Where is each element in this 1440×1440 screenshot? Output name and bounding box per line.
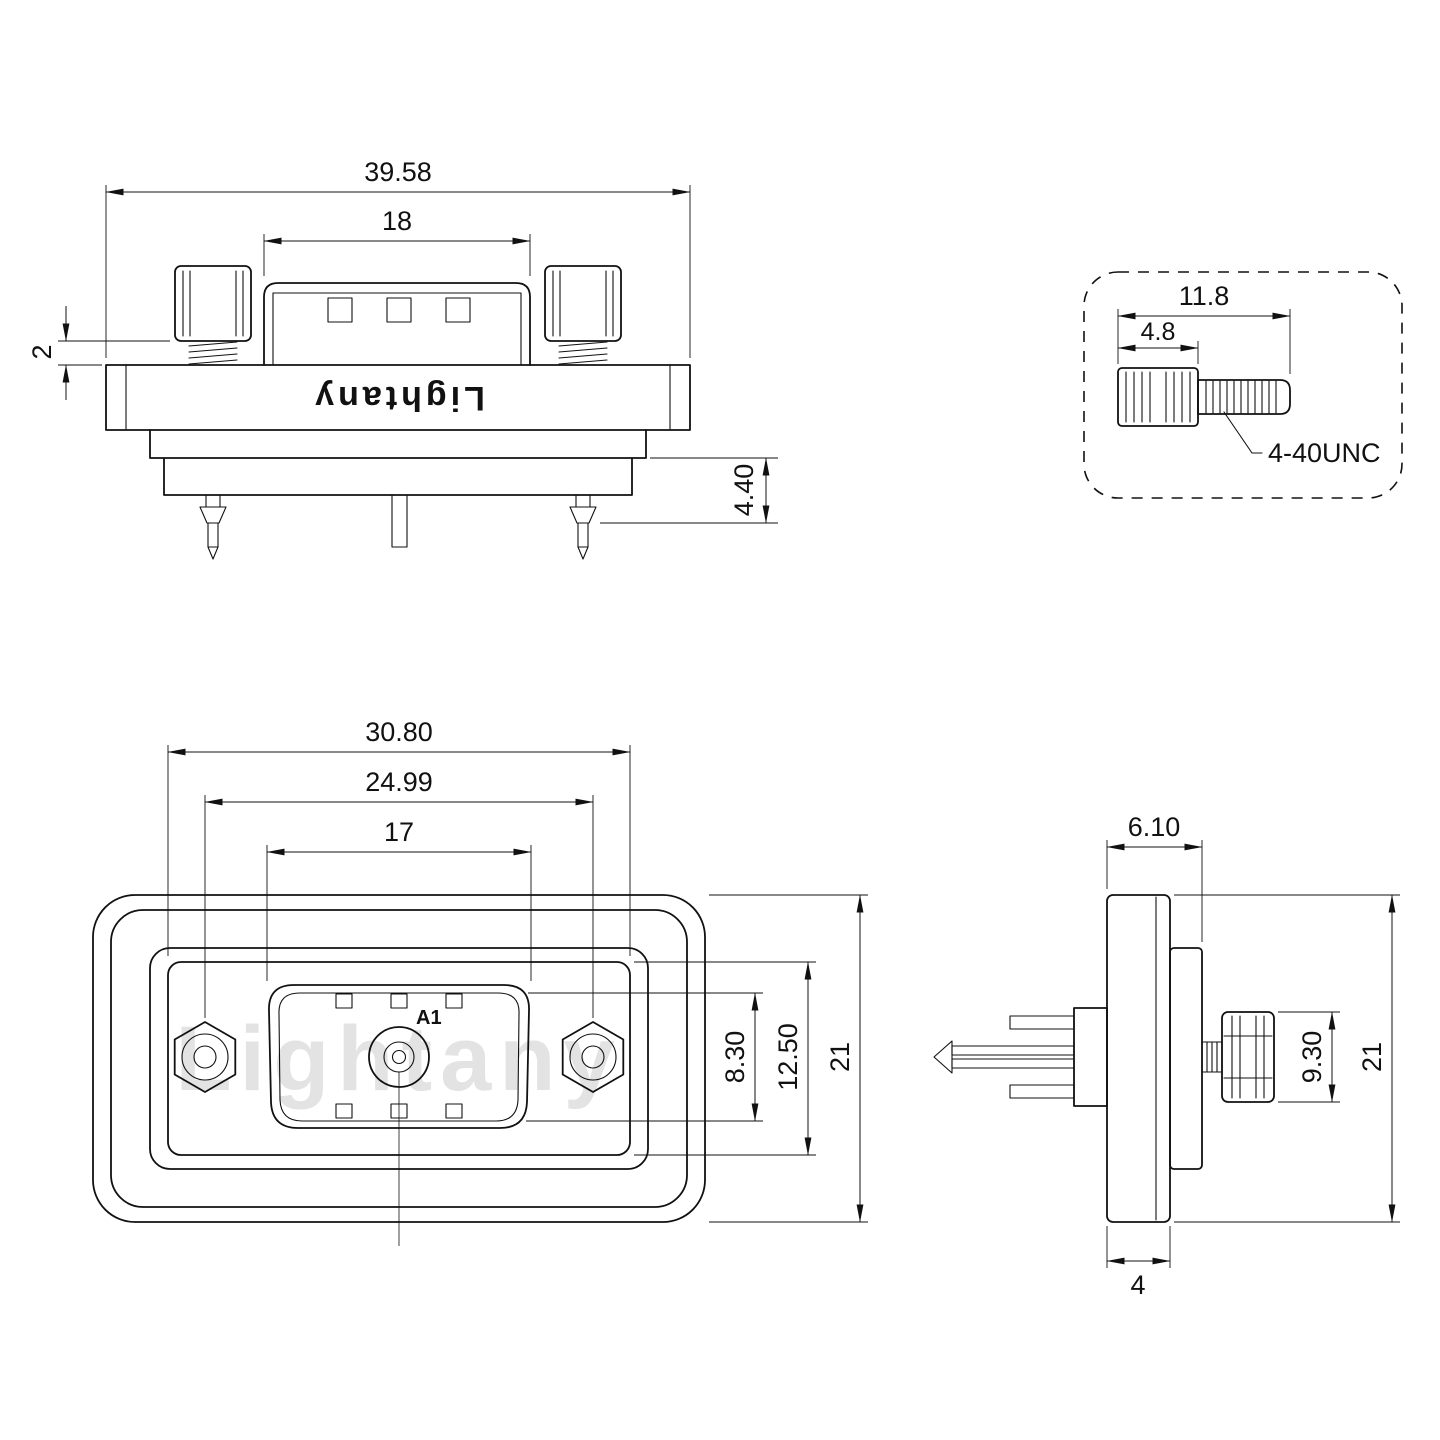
front-d-insert <box>278 992 520 1122</box>
top-right-boardlock <box>569 494 597 560</box>
dim-flange-width: 30.80 <box>365 717 433 747</box>
dim-shell-height: 12.50 <box>773 1023 803 1091</box>
top-contact-slot <box>327 297 353 323</box>
top-contact-slot <box>445 297 471 323</box>
contact-label: A1 <box>416 1007 442 1029</box>
front-left-hex-nut <box>173 1021 237 1093</box>
ext-lines <box>526 992 763 1122</box>
ext-lines <box>167 745 631 956</box>
ext-lines <box>600 457 778 524</box>
top-shell <box>263 282 531 366</box>
dim-total-length: 11.8 <box>1179 281 1230 311</box>
detail-frame <box>1083 271 1403 499</box>
top-rear-insulator <box>149 429 647 496</box>
dim-mount-spacing: 24.99 <box>365 767 433 797</box>
ext-lines <box>204 795 594 1018</box>
front-d-shell-outer <box>268 984 530 1129</box>
front-view: Lightany A1 3 <box>92 717 868 1246</box>
ext-lines <box>709 894 868 1223</box>
ext-lines <box>58 340 170 366</box>
dim-screw-gap: 2 <box>27 344 57 359</box>
ext-lines <box>1106 840 1203 942</box>
front-signal-contact <box>335 1103 353 1119</box>
brand-watermark: Lightany <box>175 1008 622 1110</box>
front-signal-contact <box>445 1103 463 1119</box>
dim-front-depth: 6.10 <box>1128 812 1181 842</box>
dim-flange-thickness: 4 <box>1130 1270 1145 1300</box>
side-front-platform <box>1169 947 1203 1170</box>
dim-insert-width: 17 <box>384 817 414 847</box>
dim-shell-width: 18 <box>382 206 412 236</box>
detail-screw <box>1117 367 1291 427</box>
front-signal-contact <box>390 993 408 1009</box>
ext-lines <box>105 185 691 358</box>
top-left-boardlock <box>199 494 227 560</box>
top-shell-inner <box>272 292 522 366</box>
ext-lines <box>1106 1226 1171 1268</box>
ext-lines <box>1174 894 1400 1223</box>
dim-screw-head: 9.30 <box>1297 1031 1327 1084</box>
side-rear-pins <box>933 1007 1108 1107</box>
thread-spec-label: 4-40UNC <box>1268 438 1381 468</box>
side-thumbscrew <box>1201 1011 1275 1103</box>
brand-logo-text: Lightany <box>311 379 485 417</box>
dim-head-length: 4.8 <box>1141 318 1176 346</box>
side-view: 6.10 9.30 21 4 <box>933 812 1400 1300</box>
front-right-hex-nut <box>561 1021 625 1093</box>
dim-height: 21 <box>1357 1042 1387 1072</box>
screw-detail-view: 11.8 4.8 4-40UNC <box>1083 271 1403 499</box>
dim-overall-width: 39.58 <box>364 157 432 187</box>
top-view: Lightany <box>27 157 778 560</box>
front-signal-contact <box>335 993 353 1009</box>
dim-rear-depth: 4.40 <box>729 464 759 517</box>
top-right-thumbscrew <box>544 265 622 365</box>
top-left-thumbscrew <box>174 265 252 365</box>
top-center-tail <box>391 494 408 548</box>
leader-line <box>1223 411 1263 454</box>
top-flange-steps <box>125 364 671 431</box>
ext-lines <box>634 961 816 1156</box>
dim-flange-height: 21 <box>825 1042 855 1072</box>
ext-lines <box>263 234 531 276</box>
front-signal-contact <box>445 993 463 1009</box>
side-flange-plate <box>1106 894 1171 1223</box>
dim-insert-height: 8.30 <box>720 1031 750 1084</box>
ext-lines <box>266 845 532 981</box>
top-contact-slot <box>386 297 412 323</box>
top-flange <box>105 364 691 431</box>
